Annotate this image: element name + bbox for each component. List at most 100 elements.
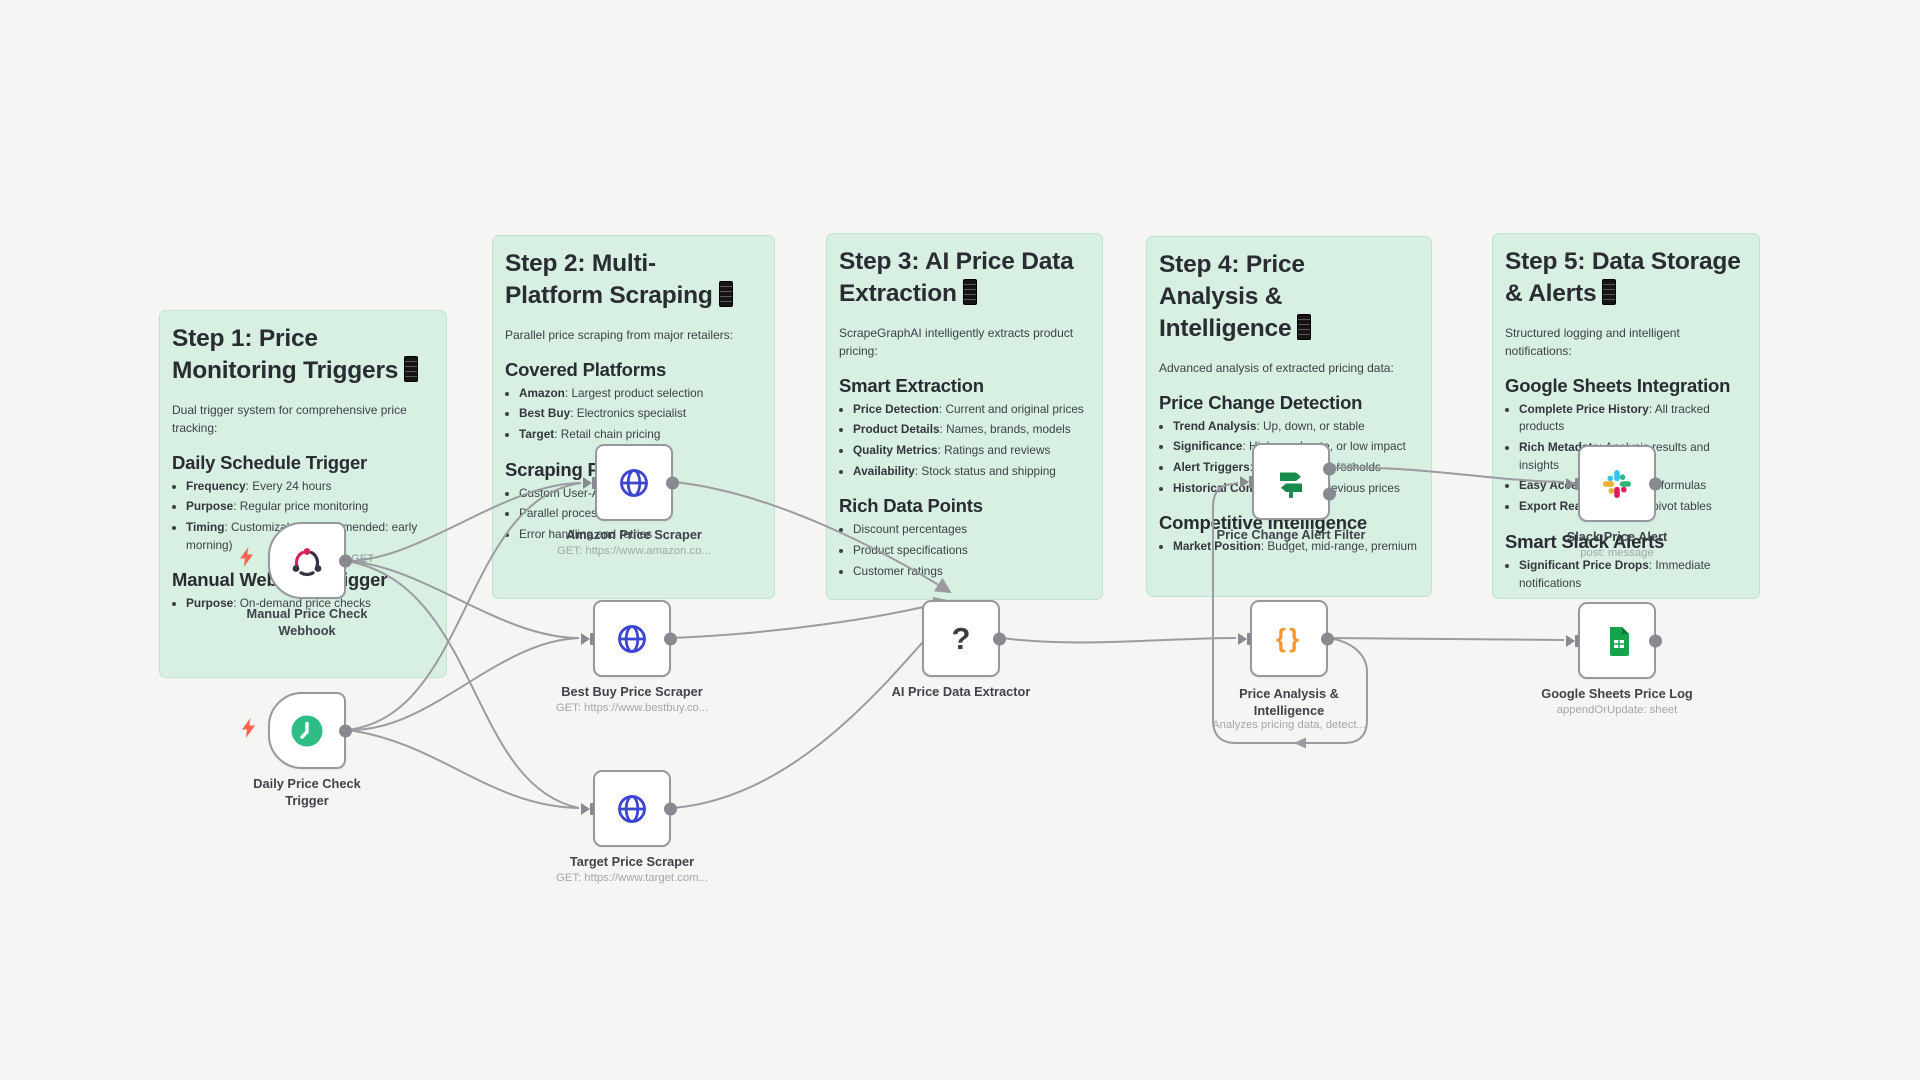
sticky-intro: Parallel price scraping from major retai… bbox=[505, 327, 734, 342]
trigger-bolt-icon bbox=[242, 718, 255, 738]
list-item: Trend Analysis: Up, down, or stable bbox=[1173, 418, 1419, 436]
bullet-list: Significant Price Drops: Immediate notif… bbox=[1505, 557, 1747, 598]
output-connector-true[interactable] bbox=[1323, 462, 1336, 476]
input-connector[interactable] bbox=[583, 476, 597, 490]
list-item: Market Position: Budget, mid-range, prem… bbox=[1173, 538, 1419, 556]
node-label: Daily Price Check Trigger bbox=[253, 776, 361, 808]
input-connector[interactable] bbox=[581, 802, 595, 816]
node-ai-price-data-extractor[interactable]: ? bbox=[922, 600, 1006, 677]
list-item: Product Details: Names, brands, models bbox=[853, 421, 1090, 439]
node-daily-price-check-trigger[interactable] bbox=[268, 692, 352, 769]
code-braces-icon: {} bbox=[1275, 623, 1303, 653]
bullet-list: Purpose: On-demand price checks bbox=[172, 595, 434, 613]
sticky-step5[interactable]: Step 5: Data Storage & Alerts Structured… bbox=[1492, 233, 1760, 599]
connection-daily-target[interactable] bbox=[346, 729, 580, 809]
node-manual-price-check-webhook[interactable] bbox=[268, 522, 352, 599]
node-label: Price Change Alert Filter bbox=[1216, 527, 1366, 542]
sticky-step3[interactable]: Step 3: AI Price Data Extraction ScrapeG… bbox=[826, 233, 1103, 600]
node-price-analysis-intelligence[interactable]: {} bbox=[1238, 600, 1334, 677]
filter-true-branch-label: true bbox=[1337, 460, 1357, 472]
connection-bestbuy-ai[interactable] bbox=[671, 596, 950, 639]
google-sheets-icon bbox=[1610, 626, 1629, 656]
node-subtitle: GET: https://www.bestbuy.co... bbox=[555, 702, 709, 714]
list-item: Availability: Stock status and shipping bbox=[853, 463, 1090, 481]
connection-webhook-target[interactable] bbox=[346, 560, 580, 809]
sticky-heading: Google Sheets Integration bbox=[1505, 374, 1731, 396]
connection-daily-bestbuy[interactable] bbox=[346, 637, 580, 732]
sticky-intro: Advanced analysis of extracted pricing d… bbox=[1159, 360, 1394, 375]
list-item: Amazon: Largest product selection bbox=[519, 385, 762, 403]
list-item: Significant Price Drops: Immediate notif… bbox=[1519, 557, 1747, 592]
sticky-intro: ScrapeGraphAI intelligently extracts pro… bbox=[839, 325, 1074, 358]
connection-webhook-bestbuy[interactable] bbox=[346, 560, 580, 639]
list-item: Quality Metrics: Ratings and reviews bbox=[853, 442, 1090, 460]
node-label: Google Sheets Price Log bbox=[1541, 686, 1693, 701]
node-label: Price Analysis & Intelligence bbox=[1239, 686, 1339, 718]
output-connector[interactable] bbox=[993, 632, 1006, 645]
sticky-title: Step 1: Price Monitoring Triggers bbox=[172, 323, 424, 387]
missing-emoji-icon bbox=[962, 278, 977, 305]
node-google-sheets-price-log[interactable] bbox=[1566, 602, 1662, 679]
trigger-bolt-icon bbox=[240, 547, 253, 567]
missing-emoji-icon bbox=[404, 355, 419, 382]
output-connector[interactable] bbox=[1649, 477, 1662, 490]
output-connector[interactable] bbox=[664, 802, 677, 815]
output-connector[interactable] bbox=[1649, 634, 1662, 647]
input-connector[interactable] bbox=[1566, 634, 1580, 648]
node-best-buy-price-scraper[interactable] bbox=[581, 600, 677, 677]
globe-icon bbox=[618, 624, 646, 653]
output-connector[interactable] bbox=[666, 476, 679, 489]
connection-webhook-amazon[interactable] bbox=[346, 482, 582, 562]
sticky-step1[interactable]: Step 1: Price Monitoring Triggers Dual t… bbox=[159, 310, 447, 678]
list-item: Error handling and retries bbox=[519, 526, 762, 544]
input-connector[interactable] bbox=[1566, 477, 1580, 491]
node-price-change-alert-filter[interactable] bbox=[1240, 443, 1336, 520]
missing-emoji-icon bbox=[1602, 278, 1617, 305]
input-connector[interactable] bbox=[581, 632, 595, 646]
node-amazon-price-scraper[interactable] bbox=[583, 444, 679, 521]
signpost-icon bbox=[1280, 472, 1302, 498]
list-item: Discount percentages bbox=[853, 521, 1090, 539]
missing-emoji-icon bbox=[718, 280, 733, 307]
node-target-price-scraper[interactable] bbox=[581, 770, 677, 847]
list-item: Complete Price History: All tracked prod… bbox=[1519, 401, 1747, 436]
question-icon: ? bbox=[951, 620, 971, 656]
connection-analysis-filter[interactable] bbox=[1212, 482, 1368, 744]
connection-amazon-ai[interactable] bbox=[673, 481, 952, 594]
list-item: Purpose: Regular price monitoring bbox=[186, 498, 434, 516]
node-label: AI Price Data Extractor bbox=[891, 684, 1031, 699]
output-connector[interactable] bbox=[664, 632, 677, 645]
loop-arrowhead bbox=[1294, 737, 1306, 749]
node-subtitle: post: message bbox=[1580, 547, 1654, 559]
node-label: Target Price Scraper bbox=[569, 854, 695, 869]
sticky-heading: Daily Schedule Trigger bbox=[172, 451, 368, 473]
sticky-intro: Structured logging and intelligent notif… bbox=[1505, 325, 1680, 358]
globe-icon bbox=[618, 794, 646, 823]
node-slack-price-alert[interactable] bbox=[1566, 445, 1662, 522]
connection-filter-slack[interactable] bbox=[1330, 466, 1565, 483]
input-connector[interactable] bbox=[1238, 632, 1252, 646]
output-connector[interactable] bbox=[339, 554, 352, 567]
output-connector[interactable] bbox=[1321, 632, 1334, 645]
node-label: Slack Price Alert bbox=[1566, 529, 1668, 544]
list-item: Frequency: Every 24 hours bbox=[186, 478, 434, 496]
output-connector[interactable] bbox=[339, 724, 352, 737]
connection-ai-analysis[interactable] bbox=[1000, 637, 1237, 644]
node-subtitle: GET: https://www.target.com... bbox=[556, 872, 708, 884]
input-connector[interactable] bbox=[1240, 475, 1254, 489]
list-item: Target: Retail chain pricing bbox=[519, 426, 762, 444]
webhook-method-label: GET bbox=[351, 553, 375, 565]
sticky-title: Step 5: Data Storage & Alerts bbox=[1505, 248, 1741, 307]
sticky-step2[interactable]: Step 2: Multi-Platform Scraping Parallel… bbox=[492, 235, 775, 599]
connection-analysis-sheets[interactable] bbox=[1328, 637, 1565, 641]
list-item: Price Detection: Current and original pr… bbox=[853, 401, 1090, 419]
bullet-list: Amazon: Largest product selection Best B… bbox=[505, 385, 762, 444]
node-subtitle: appendOrUpdate: sheet bbox=[1556, 704, 1678, 716]
connection-daily-amazon[interactable] bbox=[346, 482, 582, 731]
output-connector-false[interactable] bbox=[1323, 487, 1336, 501]
bullet-list: Price Detection: Current and original pr… bbox=[839, 401, 1090, 481]
node-label: Amazon Price Scraper bbox=[566, 527, 702, 542]
globe-icon bbox=[620, 468, 648, 497]
sticky-heading: Rich Data Points bbox=[839, 495, 983, 517]
